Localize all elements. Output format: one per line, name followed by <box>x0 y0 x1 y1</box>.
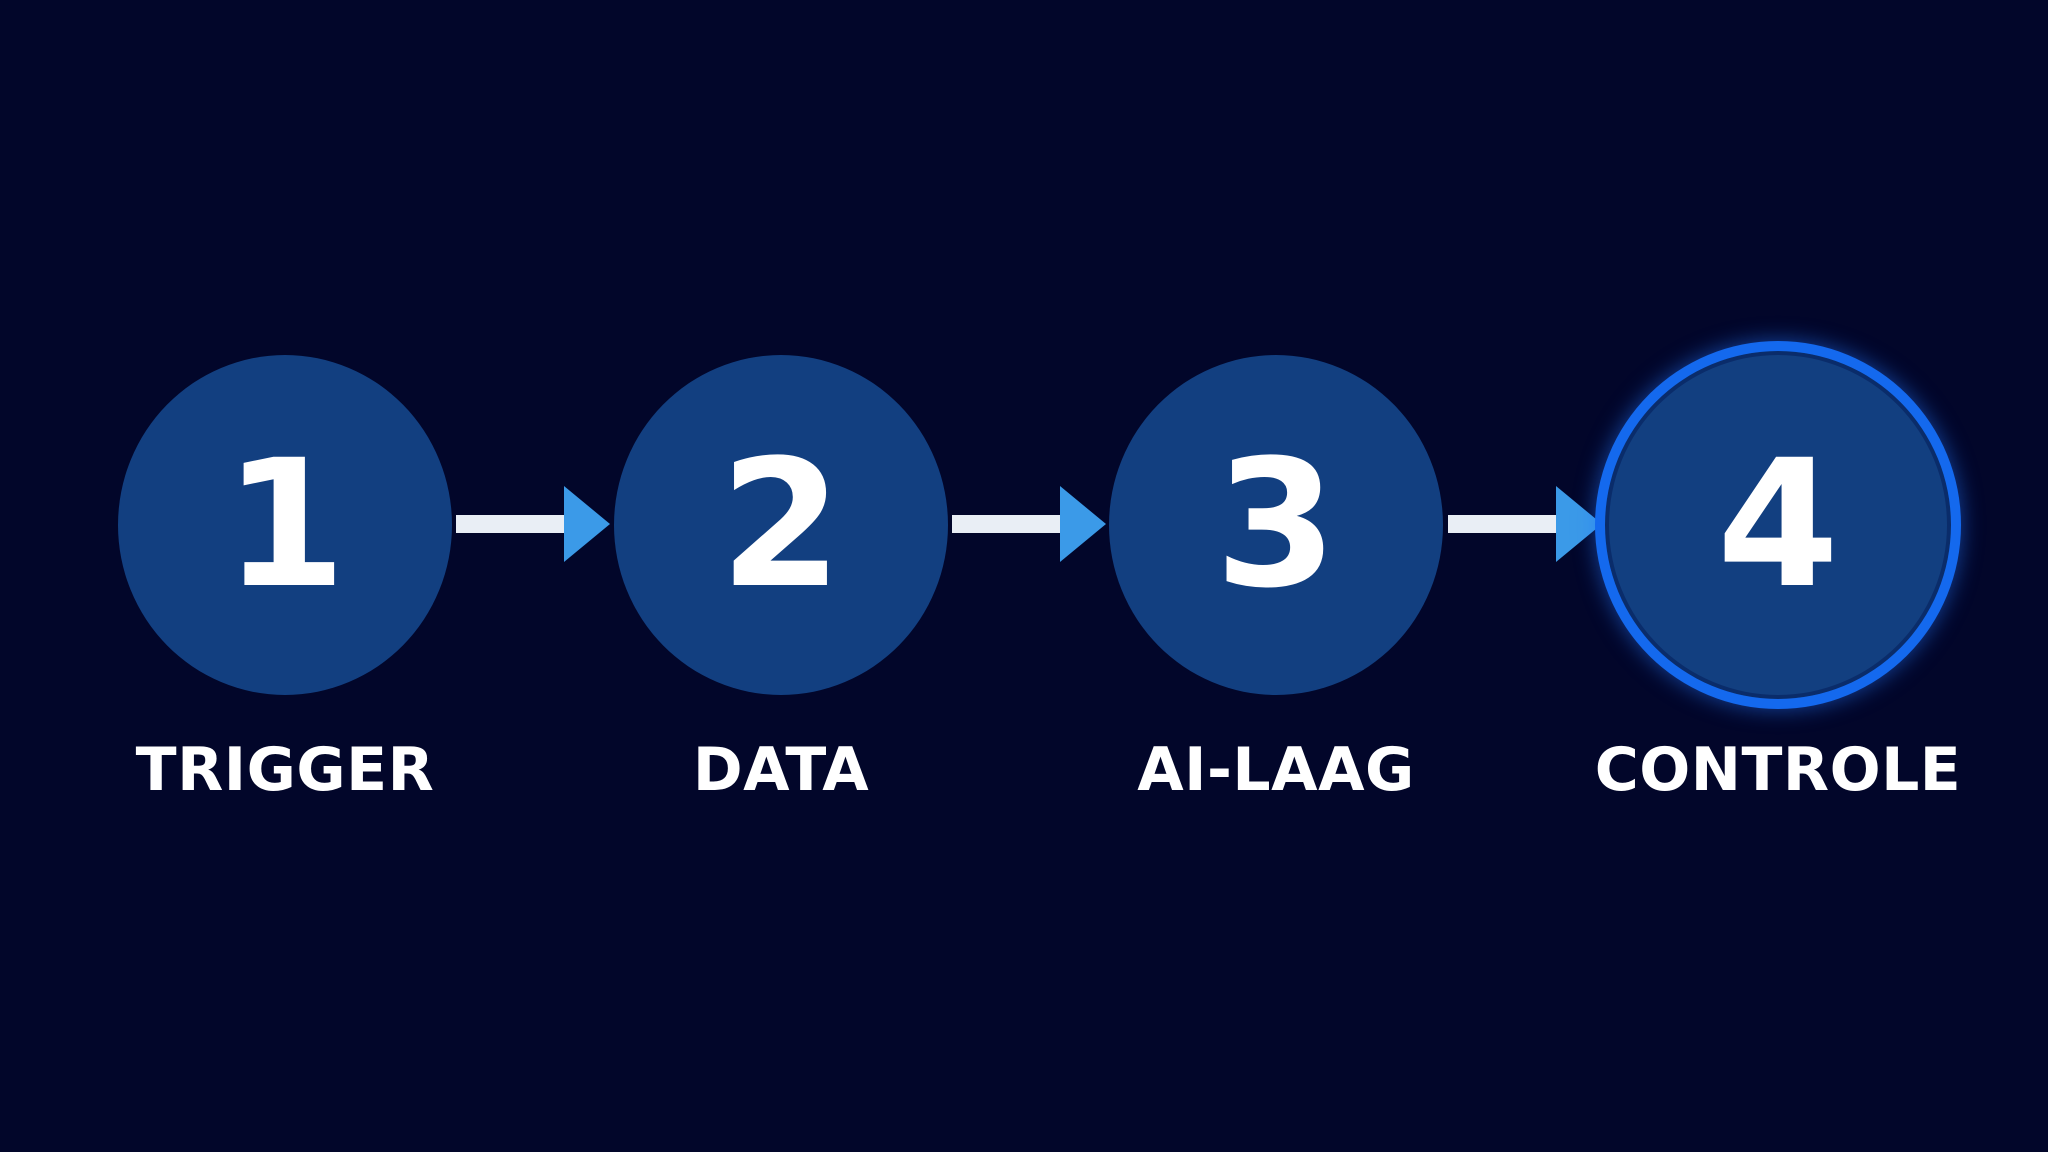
step-3-circle <box>1109 355 1443 695</box>
arrow-head <box>1556 486 1602 562</box>
arrow-right-icon <box>1448 486 1602 562</box>
step-4: 4 <box>1595 341 1961 709</box>
step-3-label: AI-LAAG <box>1137 735 1415 805</box>
step-1-circle <box>118 355 452 695</box>
step-4-label: CONTROLE <box>1594 735 1962 805</box>
step-2: 2 <box>614 355 948 695</box>
arrow-shaft <box>952 515 1064 533</box>
arrow-right-icon <box>456 486 610 562</box>
arrow-shaft <box>1448 515 1560 533</box>
step-4-number: 4 <box>1716 422 1840 627</box>
arrow-head <box>564 486 610 562</box>
step-3: 3 <box>1109 355 1443 695</box>
arrow-head <box>1060 486 1106 562</box>
arrow-right-icon <box>952 486 1106 562</box>
step-3-number: 3 <box>1214 422 1338 627</box>
step-2-circle <box>614 355 948 695</box>
arrow-shaft <box>456 515 568 533</box>
step-1: 1 <box>118 355 452 695</box>
step-2-label: DATA <box>692 735 870 805</box>
step-1-number: 1 <box>223 422 347 627</box>
step-2-number: 2 <box>719 422 843 627</box>
step-4-circle-highlighted <box>1595 341 1961 709</box>
step-1-label: TRIGGER <box>135 735 435 805</box>
